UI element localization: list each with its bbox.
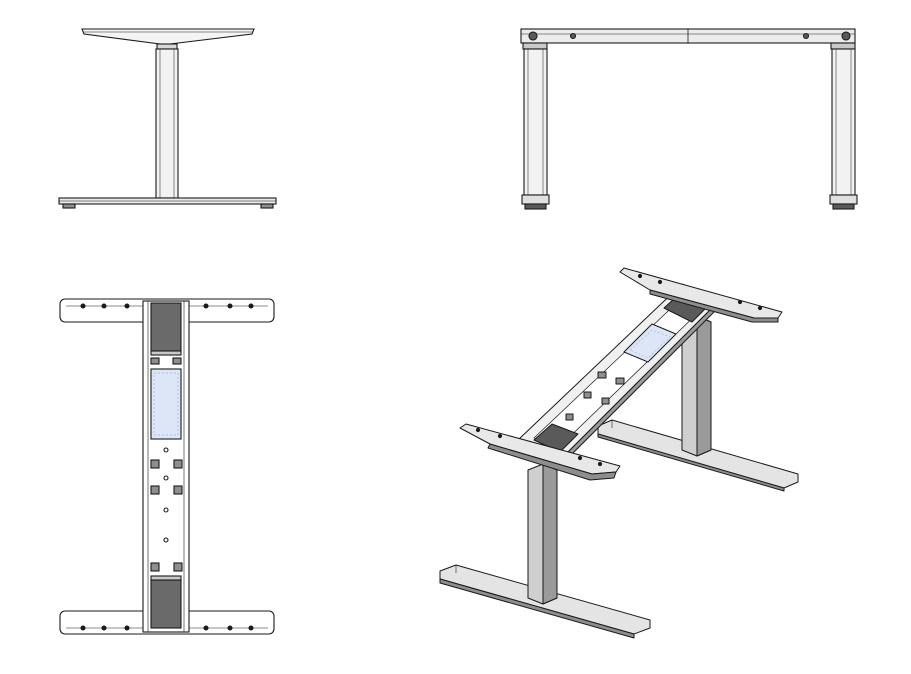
top-bolt (227, 625, 233, 631)
front-left-leg-base (521, 194, 550, 205)
top-lower-motor (150, 579, 182, 629)
top-bolt (227, 303, 233, 309)
front-right-leg-base (829, 194, 858, 205)
top-bolt (101, 625, 107, 631)
top-bolt (80, 303, 86, 309)
front-right-leg-cap (830, 42, 856, 50)
side-column-cap (156, 43, 178, 50)
top-bolt (124, 303, 130, 309)
side-top-bracket (81, 28, 255, 45)
top-bolt (248, 303, 254, 309)
side-view (58, 28, 277, 209)
front-right-leg-pad (832, 203, 855, 210)
top-upper-motor (150, 302, 182, 352)
top-bolt (248, 625, 254, 631)
top-view (59, 298, 275, 635)
front-view (520, 28, 858, 210)
front-bolt (569, 32, 577, 40)
top-bolt (80, 625, 86, 631)
top-bolt (203, 625, 209, 631)
front-bolt (841, 31, 851, 41)
front-right-leg (831, 48, 856, 196)
top-bolt (101, 303, 107, 309)
top-control-box (150, 368, 182, 440)
front-bolt (528, 31, 538, 41)
side-foot-pad-left (62, 203, 76, 209)
side-column (155, 48, 179, 199)
front-left-leg-pad (524, 203, 547, 210)
isometric-view (439, 267, 799, 639)
iso-control-box (623, 323, 677, 363)
front-left-leg-cap (522, 42, 548, 50)
top-bolt (203, 303, 209, 309)
front-left-leg (523, 48, 548, 196)
top-bolt (124, 625, 130, 631)
side-foot-pad-right (260, 203, 274, 209)
front-bolt (802, 32, 810, 40)
